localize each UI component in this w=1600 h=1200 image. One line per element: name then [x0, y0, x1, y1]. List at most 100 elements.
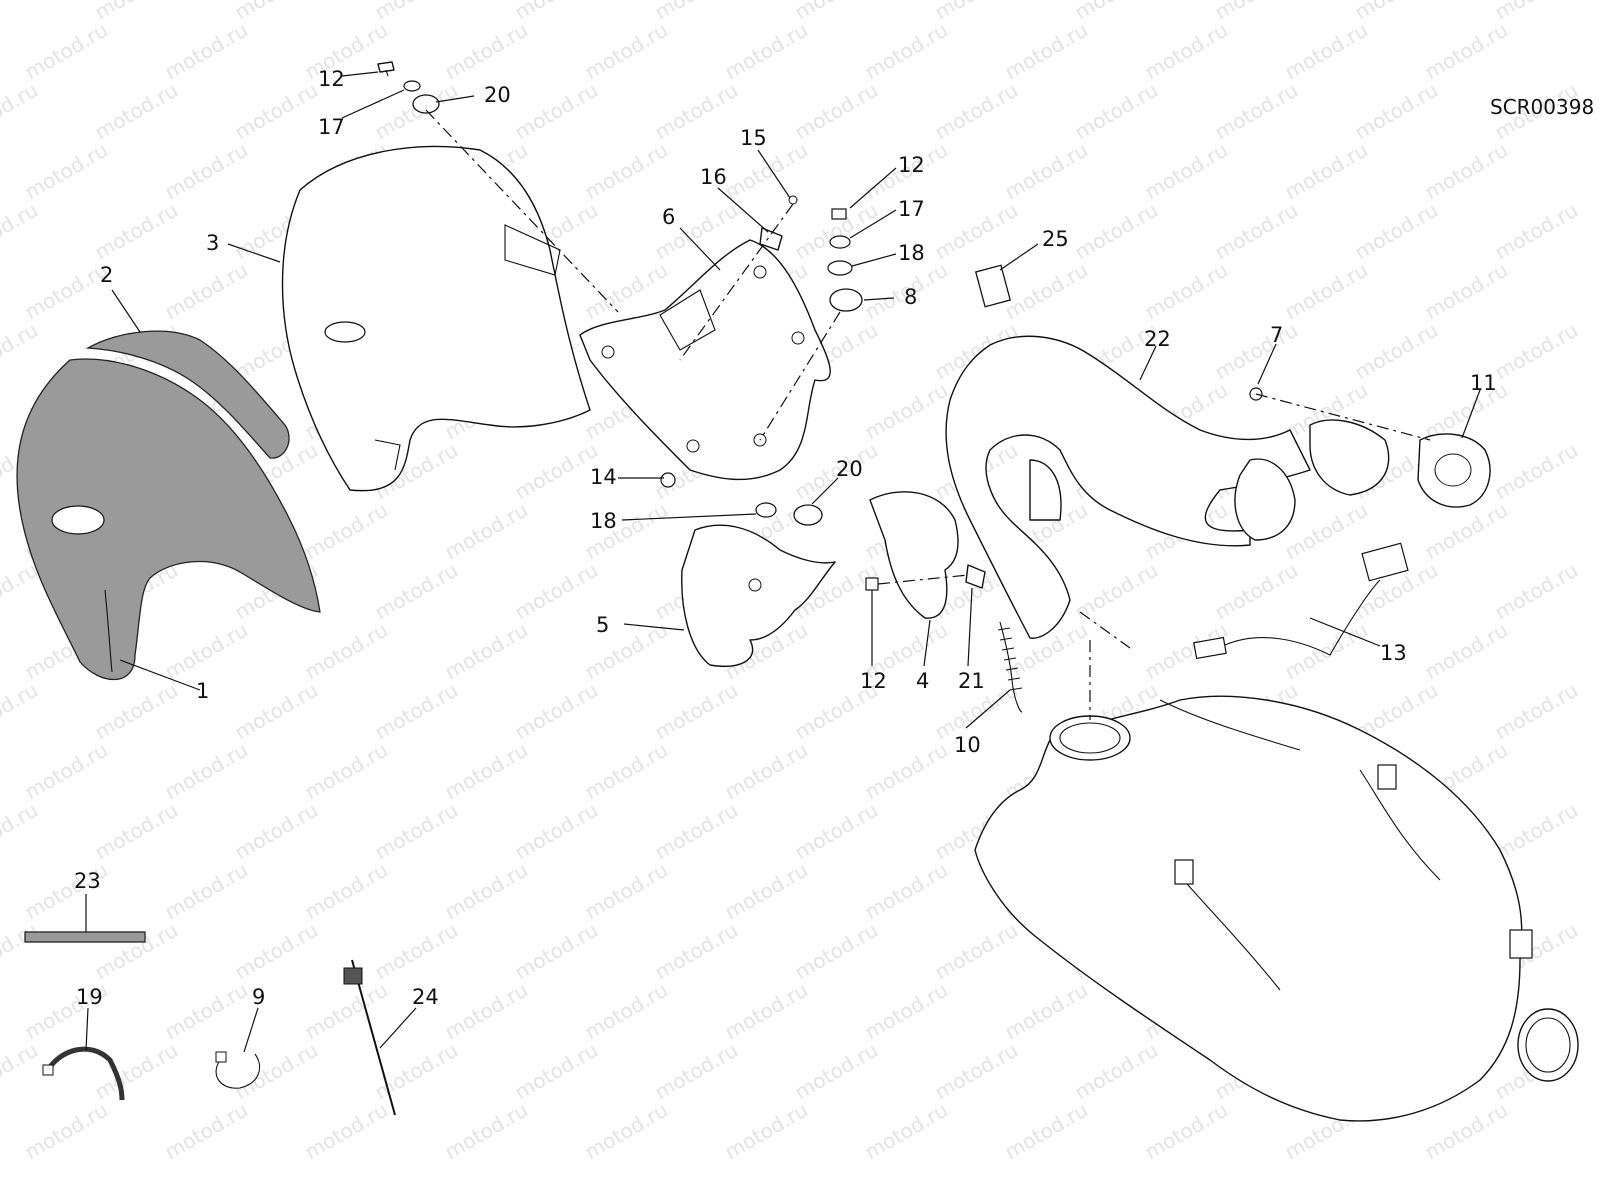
callout-18: 18: [590, 509, 617, 533]
watermark-text: motod.ru: [21, 18, 112, 85]
part-20-grommet-lower: [793, 504, 823, 526]
watermark-text: motod.ru: [721, 978, 812, 1045]
watermark-text: motod.ru: [581, 18, 672, 85]
watermark-text: motod.ru: [231, 798, 322, 865]
part-12-screw-top: [377, 61, 395, 77]
watermark-text: motod.ru: [161, 858, 252, 925]
callout-labels: 12 17 20 3 2 1 15 16 6 12 17 18 8 25 22 …: [74, 67, 1497, 1009]
watermark-text: motod.ru: [861, 1098, 952, 1165]
callout-16: 16: [700, 165, 727, 189]
watermark-text: motod.ru: [301, 618, 392, 685]
watermark-text: motod.ru: [1211, 198, 1302, 265]
watermark-text: motod.ru: [651, 678, 742, 745]
part-14-screw: [660, 472, 676, 488]
part-17-washer-top: [403, 80, 421, 92]
watermark-text: motod.ru: [791, 918, 882, 985]
watermark-text: motod.ru: [91, 0, 182, 24]
watermark-text: motod.ru: [581, 858, 672, 925]
watermark-text: motod.ru: [21, 138, 112, 205]
watermark-text: motod.ru: [651, 798, 742, 865]
watermark-text: motod.ru: [1491, 678, 1582, 745]
watermark-text: motod.ru: [1001, 138, 1092, 205]
callout-9: 9: [252, 985, 265, 1009]
watermark-text: motod.ru: [1421, 498, 1512, 565]
part-18-washer-lower: [755, 502, 777, 518]
watermark-text: motod.ru: [231, 918, 322, 985]
watermark-text: motod.ru: [931, 198, 1022, 265]
watermark-text: motod.ru: [1141, 18, 1232, 85]
part-12-screw-lower: [865, 577, 879, 591]
watermark-text: motod.ru: [1001, 258, 1092, 325]
watermark-text: motod.ru: [1071, 78, 1162, 145]
watermark-text: motod.ru: [1421, 18, 1512, 85]
watermark-text: motod.ru: [1491, 438, 1582, 505]
part-11-gasket: [1417, 433, 1491, 508]
watermark-text: motod.ru: [301, 858, 392, 925]
part-15-screw: [788, 195, 798, 205]
watermark-text: motod.ru: [371, 918, 462, 985]
watermark-text: motod.ru: [1071, 198, 1162, 265]
watermark-text: motod.ru: [0, 678, 42, 745]
watermark-text: motod.ru: [1211, 0, 1302, 24]
watermark-text: motod.ru: [581, 738, 672, 805]
watermark-text: motod.ru: [441, 618, 532, 685]
callout-leaders: [85, 71, 1481, 1053]
watermark-text: motod.ru: [721, 1098, 812, 1165]
part-10-spring: [997, 621, 1023, 713]
watermark-text: motod.ru: [1141, 138, 1232, 205]
watermark-text: motod.ru: [861, 378, 952, 445]
part-25-connector: [974, 264, 1012, 308]
callout-15: 15: [740, 126, 767, 150]
watermark-text: motod.ru: [1071, 1038, 1162, 1105]
watermark-text: motod.ru: [1211, 318, 1302, 385]
watermark-text: motod.ru: [1351, 78, 1442, 145]
watermark-text: motod.ru: [511, 918, 602, 985]
watermark-text: motod.ru: [441, 738, 532, 805]
watermark-text: motod.ru: [511, 558, 602, 625]
callout-1: 1: [196, 679, 209, 703]
watermark-text: motod.ru: [231, 78, 322, 145]
watermark-text: motod.ru: [1491, 318, 1582, 385]
callout-18: 18: [898, 241, 925, 265]
watermark-text: motod.ru: [441, 858, 532, 925]
watermark-text: motod.ru: [511, 798, 602, 865]
watermark-text: motod.ru: [161, 138, 252, 205]
watermark-text: motod.ru: [91, 198, 182, 265]
watermark-text: motod.ru: [231, 0, 322, 24]
watermark-text: motod.ru: [91, 1038, 182, 1105]
document-code: SCR00398: [1490, 95, 1594, 119]
assembly-axis-lines: [425, 109, 1431, 720]
watermark-text: motod.ru: [1281, 618, 1372, 685]
watermark-text: motod.ru: [91, 798, 182, 865]
watermark-text: motod.ru: [161, 738, 252, 805]
callout-21: 21: [958, 669, 985, 693]
watermark-text: motod.ru: [931, 78, 1022, 145]
callout-4: 4: [916, 669, 929, 693]
watermark-text: motod.ru: [1211, 558, 1302, 625]
watermark-text: motod.ru: [511, 1038, 602, 1105]
watermark-text: motod.ru: [861, 738, 952, 805]
part-3-upper-heat-shield: [281, 145, 591, 492]
callout-22: 22: [1144, 327, 1171, 351]
watermark-text: motod.ru: [301, 18, 392, 85]
watermark-text: motod.ru: [1071, 0, 1162, 24]
callout-6: 6: [662, 205, 675, 229]
watermark-text: motod.ru: [1351, 318, 1442, 385]
watermark-text: motod.ru: [1281, 18, 1372, 85]
watermark-text: motod.ru: [371, 558, 462, 625]
watermark-text: motod.ru: [441, 1098, 532, 1165]
part-6-bracket-plate: [579, 239, 831, 481]
watermark-text: motod.ru: [301, 498, 392, 565]
watermark-text: motod.ru: [0, 1038, 42, 1105]
watermark-text: motod.ru: [1281, 138, 1372, 205]
callout-17: 17: [318, 115, 345, 139]
callout-7: 7: [1270, 323, 1283, 347]
watermark-text: motod.ru: [301, 738, 392, 805]
part-5-lower-cover: [681, 524, 836, 667]
watermark-text: motod.ru: [651, 918, 742, 985]
callout-19: 19: [76, 985, 103, 1009]
watermark-text: motod.ru: [511, 438, 602, 505]
watermark-text: motod.ru: [931, 0, 1022, 24]
part-8-grommet: [829, 288, 863, 312]
